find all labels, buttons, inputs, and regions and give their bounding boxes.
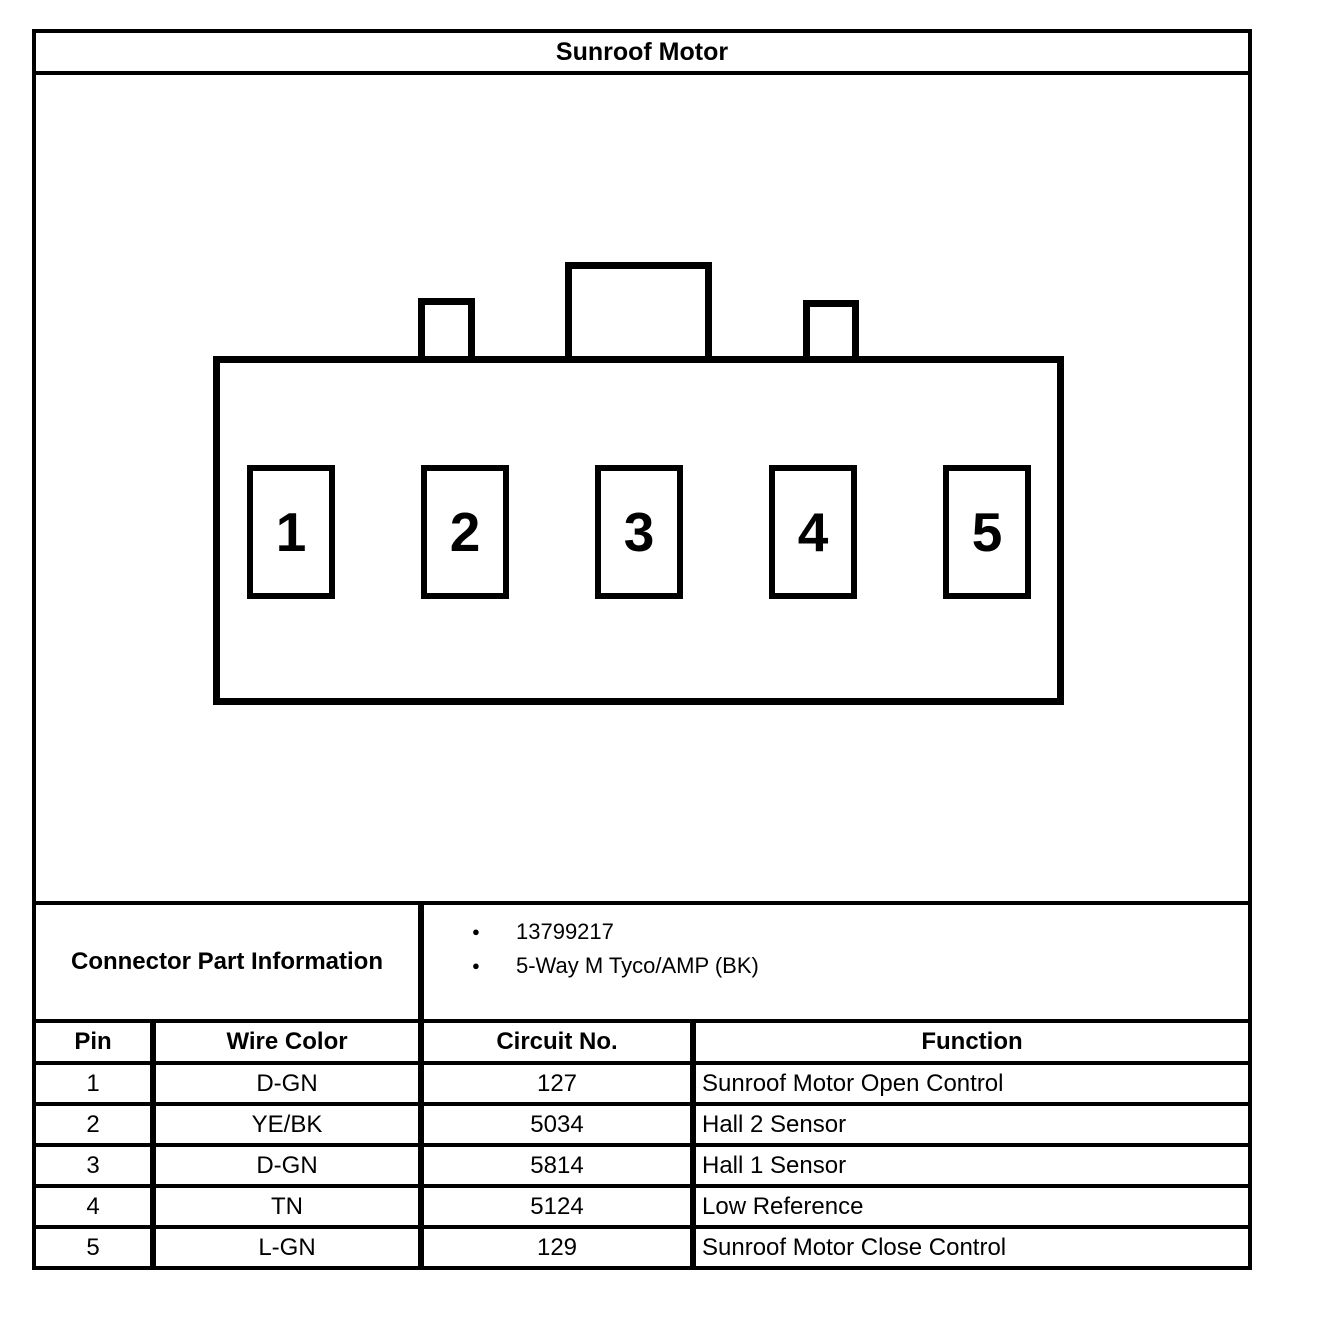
pin-value: 5 (86, 1233, 100, 1261)
wire-color-value: D-GN (150, 1065, 418, 1102)
circuit-no-value: 129 (418, 1229, 690, 1266)
function-value: Hall 1 Sensor (690, 1147, 1248, 1184)
bullet-icon: ● (472, 924, 480, 939)
wire-color-value: TN (150, 1188, 418, 1225)
pin-cavity-1: 1 (247, 465, 335, 599)
pin-cavity-4: 4 (769, 465, 857, 599)
wire-color-value: YE/BK (150, 1106, 418, 1143)
header-wire-color: Wire Color (150, 1023, 418, 1061)
pin-cavity-3: 3 (595, 465, 683, 599)
bullet-icon: ● (472, 958, 480, 973)
header-circuit-no: Circuit No. (418, 1023, 690, 1061)
pin-value: 2 (86, 1110, 100, 1138)
table-row: 1 D-GN 127 Sunroof Motor Open Control (36, 1061, 1248, 1102)
header-function: Function (690, 1023, 1248, 1061)
pin-cavity-2: 2 (421, 465, 509, 599)
table-row: 2 YE/BK 5034 Hall 2 Sensor (36, 1102, 1248, 1143)
pin-value: 3 (86, 1151, 100, 1179)
connector-type: 5-Way M Tyco/AMP (BK) (516, 953, 759, 978)
function-value: Sunroof Motor Open Control (690, 1065, 1248, 1102)
pin-number-3: 3 (623, 501, 655, 563)
title-bar: Sunroof Motor (36, 33, 1248, 71)
connector-index-tab-left (418, 298, 475, 356)
header-pin: Pin (74, 1028, 112, 1055)
circuit-no-value: 5034 (418, 1106, 690, 1143)
connector-diagram: 1 2 3 4 5 (36, 71, 1248, 901)
connector-type-line: ● 5-Way M Tyco/AMP (BK) (472, 949, 1248, 983)
connector-sheet: Sunroof Motor 1 2 3 4 5 C (32, 29, 1252, 1270)
connector-index-tab-right (803, 300, 859, 356)
wire-color-value: D-GN (150, 1147, 418, 1184)
part-information-label: Connector Part Information (70, 948, 383, 975)
pin-number-1: 1 (275, 501, 307, 563)
table-row: 3 D-GN 5814 Hall 1 Sensor (36, 1143, 1248, 1184)
pin-value: 1 (86, 1069, 100, 1097)
table-row: 5 L-GN 129 Sunroof Motor Close Control (36, 1225, 1248, 1266)
circuit-no-value: 127 (418, 1065, 690, 1102)
pin-number-4: 4 (797, 501, 829, 563)
part-number: 13799217 (516, 919, 614, 944)
function-value: Sunroof Motor Close Control (690, 1229, 1248, 1266)
part-information-label-cell: Connector Part Information (36, 905, 418, 1019)
pin-cavity-5: 5 (943, 465, 1031, 599)
function-value: Hall 2 Sensor (690, 1106, 1248, 1143)
wire-color-value: L-GN (150, 1229, 418, 1266)
circuit-no-value: 5124 (418, 1188, 690, 1225)
connector-part-information-band: Connector Part Information ● 13799217 ● … (36, 901, 1248, 1019)
part-information-values-cell: ● 13799217 ● 5-Way M Tyco/AMP (BK) (418, 905, 1248, 1019)
circuit-no-value: 5814 (418, 1147, 690, 1184)
connector-index-tab-center (565, 262, 712, 356)
page-title: Sunroof Motor (555, 38, 729, 66)
part-number-line: ● 13799217 (472, 915, 1248, 949)
pin-number-5: 5 (971, 501, 1003, 563)
table-row: 4 TN 5124 Low Reference (36, 1184, 1248, 1225)
pinout-table-header: Pin Wire Color Circuit No. Function (36, 1019, 1248, 1061)
pin-value: 4 (86, 1192, 100, 1220)
pin-number-2: 2 (449, 501, 481, 563)
function-value: Low Reference (690, 1188, 1248, 1225)
